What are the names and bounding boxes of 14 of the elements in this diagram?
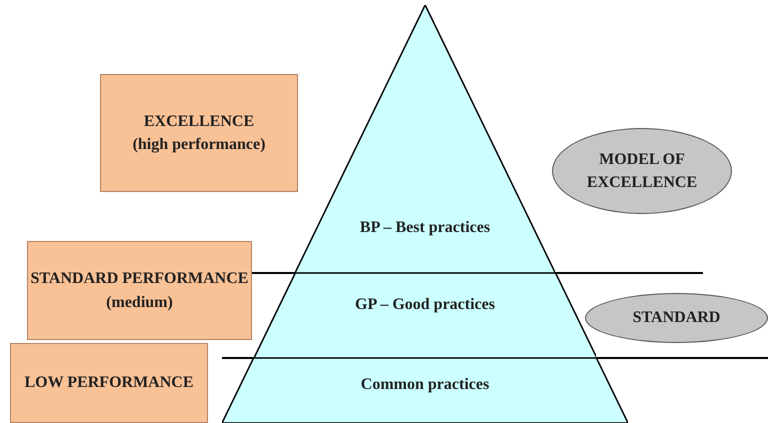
level-label: STANDARD PERFORMANCE: [30, 269, 248, 290]
level-note: (medium): [106, 292, 173, 312]
oval-label: STANDARD: [632, 308, 720, 328]
band-label: Common practices: [360, 375, 490, 395]
level-card: [10, 343, 208, 423]
model-oval: [585, 293, 768, 343]
level-note: (high performance): [132, 135, 266, 155]
band-label: GP – Good practices: [355, 295, 495, 315]
level-card: [100, 74, 298, 192]
level-card: [27, 241, 252, 340]
level-label: LOW PERFORMANCE: [24, 373, 194, 394]
level-label: EXCELLENCE: [144, 112, 254, 132]
oval-label: MODEL OF EXCELLENCE: [586, 150, 698, 193]
band-label: BP – Best practices: [360, 218, 490, 238]
